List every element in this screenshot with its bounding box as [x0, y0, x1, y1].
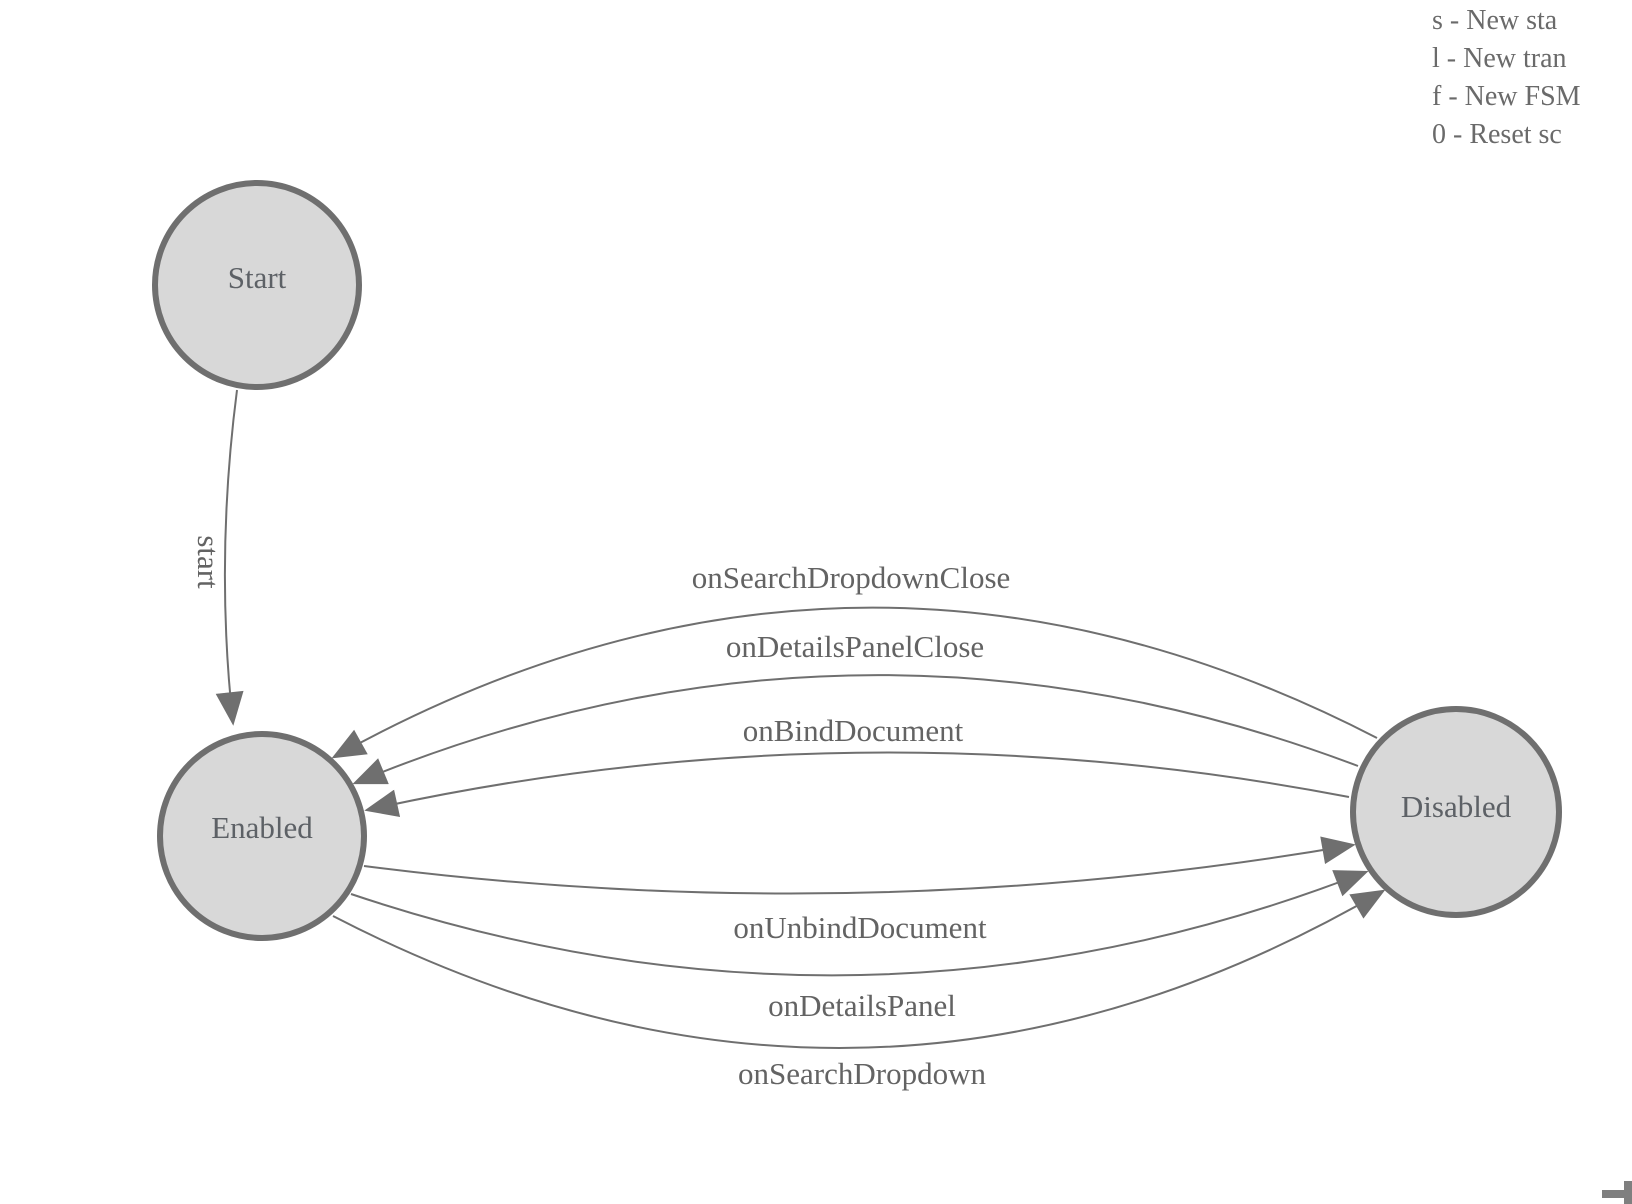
hint-line: s - New sta [1432, 5, 1558, 36]
edge-onDetailsPanelClose[interactable] [352, 674, 1359, 785]
hint-line: 0 - Reset sc [1432, 119, 1562, 150]
corner-bracket-icon [1624, 1181, 1632, 1204]
hint-line: f - New FSM [1432, 81, 1581, 112]
edge-onSearchDropdownClose[interactable] [331, 606, 1378, 759]
edge-onDetailsPanel[interactable] [350, 870, 1369, 977]
hint-line: l - New tran [1432, 43, 1567, 74]
corner-bracket-icon [1602, 1190, 1632, 1198]
edge-start-to-enabled[interactable] [215, 389, 244, 726]
edge-label-onSearchDropdown: onSearchDropdown [738, 1056, 986, 1091]
state-label-disabled: Disabled [1401, 789, 1512, 824]
state-node-start[interactable]: Start [152, 180, 362, 390]
edge-label-onBindDocument: onBindDocument [743, 713, 964, 748]
shortcut-hints: s - New sta l - New tran f - New FSM 0 -… [1432, 2, 1632, 154]
edge-onSearchDropdown[interactable] [332, 889, 1386, 1049]
state-circle-disabled[interactable] [1350, 706, 1562, 918]
edge-onUnbindDocument[interactable] [363, 836, 1356, 895]
state-node-enabled[interactable]: Enabled [157, 731, 367, 941]
edge-onBindDocument[interactable] [364, 751, 1350, 818]
edge-label-onSearchDropdownClose: onSearchDropdownClose [692, 560, 1011, 595]
state-label-enabled: Enabled [211, 810, 313, 845]
edge-label-onDetailsPanelClose: onDetailsPanelClose [726, 629, 984, 664]
state-circle-enabled[interactable] [157, 731, 367, 941]
edge-label-start: start [191, 535, 226, 589]
edge-label-onUnbindDocument: onUnbindDocument [733, 910, 987, 945]
state-circle-start[interactable] [152, 180, 362, 390]
state-label-start: Start [228, 260, 287, 295]
state-node-disabled[interactable]: Disabled [1350, 706, 1562, 918]
edge-label-onDetailsPanel: onDetailsPanel [768, 988, 956, 1023]
